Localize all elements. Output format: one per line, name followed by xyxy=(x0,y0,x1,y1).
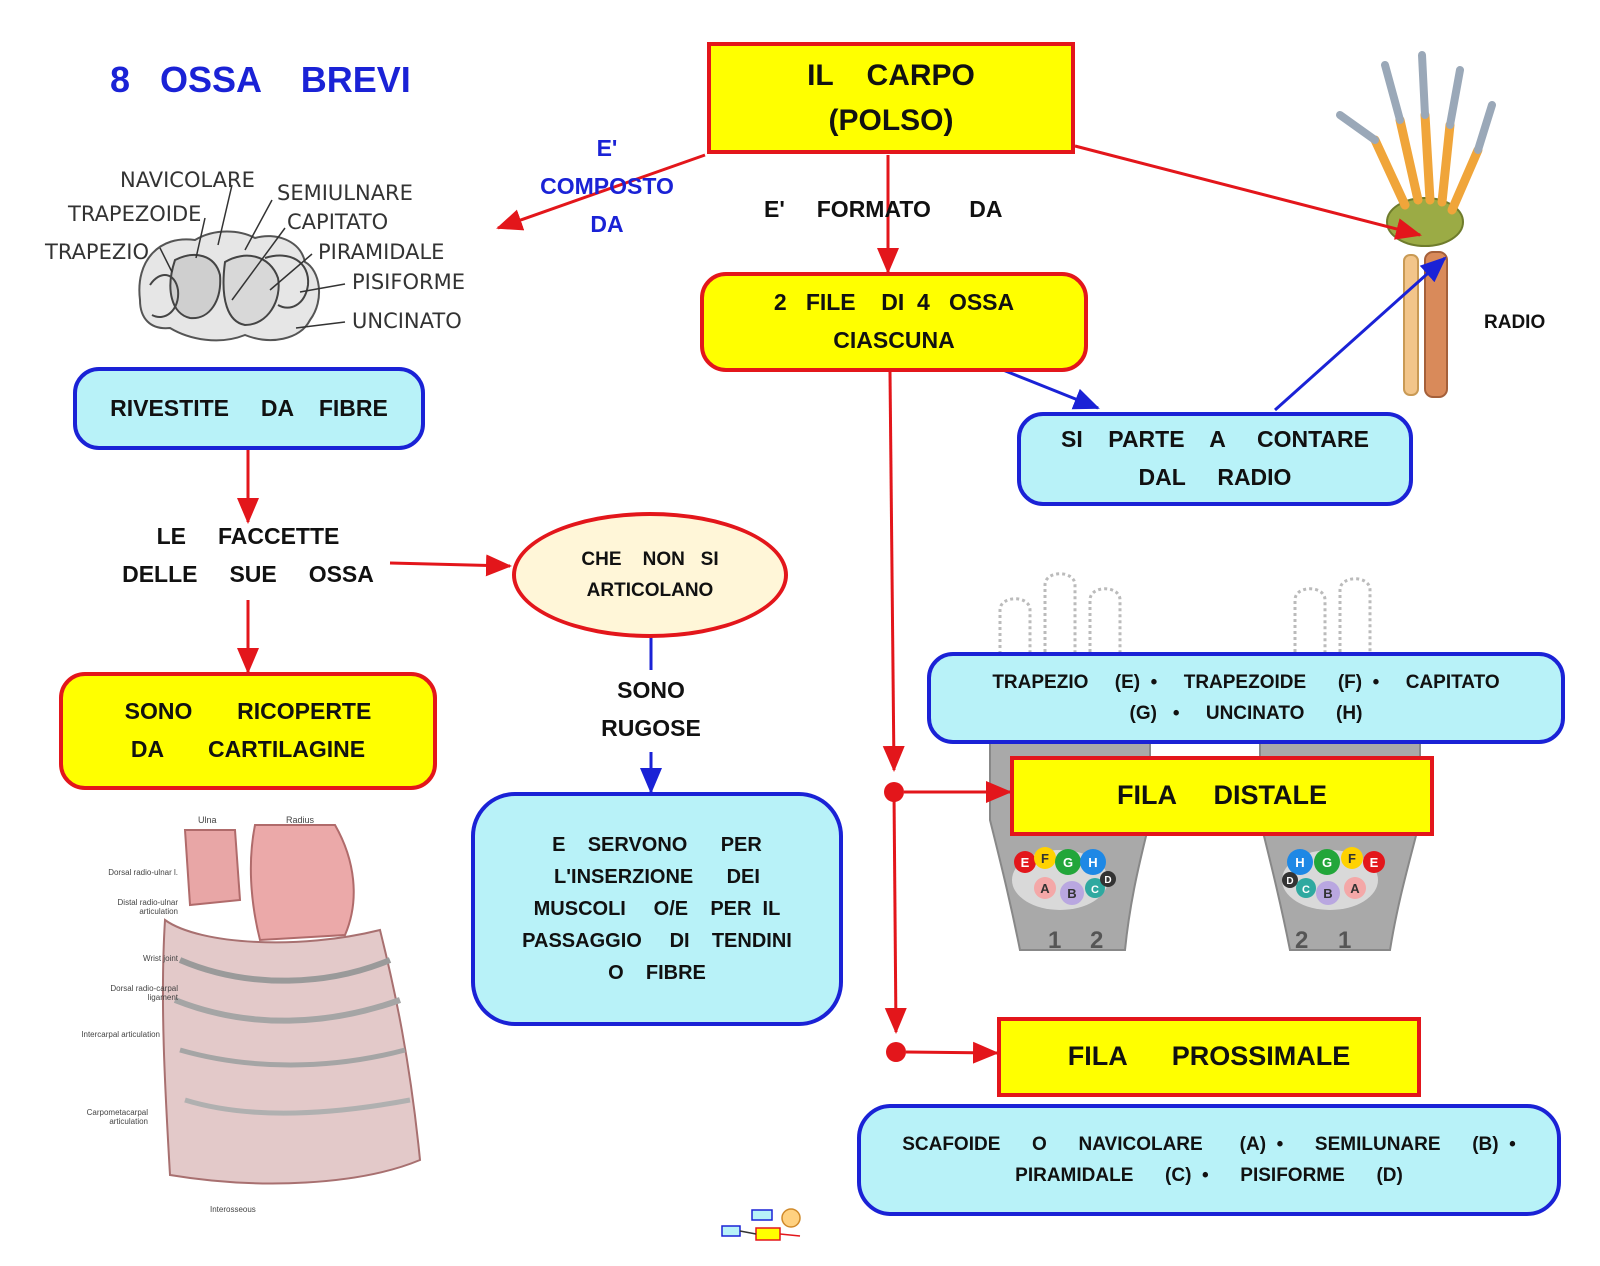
node-fila-distale: FILA DISTALE xyxy=(1010,756,1434,836)
edge-label-composto: E' COMPOSTO DA xyxy=(540,135,674,237)
arrow-faccette-to-articolano xyxy=(389,554,512,577)
node-servono-label: E SERVONO PER L'INSERZIONE DEI MUSCOLI O… xyxy=(522,834,792,984)
hand-skeleton-illustration xyxy=(1336,51,1496,398)
bone-label-semiulnare: SEMIULNARE xyxy=(277,181,413,205)
finger-number: 1 xyxy=(1048,927,1061,954)
carpal-letter-h-left: H xyxy=(1088,855,1097,870)
ligament-label: Carpometacarpal articulation xyxy=(86,1108,148,1126)
page-title: 8 OSSA BREVI xyxy=(110,59,411,100)
carpal-letter-a-right: A xyxy=(1350,881,1360,896)
carpal-letter-g-right: G xyxy=(1322,855,1332,870)
node-fila-distale-label: FILA DISTALE xyxy=(1117,780,1327,811)
node-distale-list: TRAPEZIO (E) • TRAPEZOIDE (F) • CAPITATO… xyxy=(927,652,1565,744)
edge-label-sono-rugose: SONO RUGOSE xyxy=(596,672,706,748)
bone-label-capitato: CAPITATO xyxy=(287,210,389,234)
node-contare-label: SI PARTE A CONTARE DAL RADIO xyxy=(1061,426,1369,490)
bone-label-trapezio: TRAPEZIO xyxy=(45,240,149,264)
node-faccette: LE FACCETTE DELLE SUE OSSA xyxy=(122,523,374,587)
arrow-contare-to-radio xyxy=(1274,256,1447,412)
carpal-letter-h-right: H xyxy=(1295,855,1304,870)
edge-label-formato: E' FORMATO DA xyxy=(764,196,1003,222)
bone-label-trapezoide: TRAPEZOIDE xyxy=(68,202,202,226)
node-rivestite: RIVESTITE DA FIBRE xyxy=(73,367,425,450)
carpal-letter-e-right: E xyxy=(1370,855,1379,870)
bone-label-uncinato: UNCINATO xyxy=(352,309,462,333)
node-prossimale-list: SCAFOIDE O NAVICOLARE (A) • SEMILUNARE (… xyxy=(857,1104,1561,1216)
connectors xyxy=(237,144,1447,1064)
ligament-label: Wrist joint xyxy=(143,954,178,963)
node-articolano-label: CHE NON SI ARTICOLANO xyxy=(581,548,719,601)
carpal-letter-c-left: C xyxy=(1091,884,1099,896)
main-node-label: IL CARPO (POLSO) xyxy=(807,59,975,137)
wrist-ligament-illustration xyxy=(161,824,422,1185)
carpal-letter-d-right: D xyxy=(1286,876,1293,887)
main-node-carpo: IL CARPO (POLSO) xyxy=(707,42,1075,154)
carpal-bones-right-hand: H G F E D C B A xyxy=(1282,847,1385,905)
junction-dot xyxy=(884,782,904,802)
ligament-label: Distal radio-ulnar articulation xyxy=(117,898,178,916)
carpal-letter-e-left: E xyxy=(1021,855,1030,870)
ligament-label: Dorsal radio-carpal ligament xyxy=(110,984,178,1002)
finger-number: 2 xyxy=(1295,927,1308,954)
finger-number: 2 xyxy=(1090,927,1103,954)
arrow-to-prossimale xyxy=(884,791,907,1034)
node-rivestite-label: RIVESTITE DA FIBRE xyxy=(110,394,388,421)
node-ricoperte-label: SONO RICOPERTE DA CARTILAGINE xyxy=(124,698,372,762)
node-articolano: CHE NON SI ARTICOLANO xyxy=(512,512,788,638)
carpal-letter-a-left: A xyxy=(1040,881,1050,896)
skeleton-label-radio: RADIO xyxy=(1484,312,1546,333)
ligament-label: Intercarpal articulation xyxy=(81,1030,160,1039)
node-si-parte-a-contare: SI PARTE A CONTARE DAL RADIO xyxy=(1017,412,1413,506)
ligament-label: Dorsal radio-ulnar l. xyxy=(108,868,178,877)
mascot-logo xyxy=(721,1208,801,1241)
bone-label-navicolare: NAVICOLARE xyxy=(120,168,255,192)
carpal-bones-left-hand: E F G H A B C D xyxy=(1014,847,1116,905)
arrow-file-to-distale xyxy=(882,371,905,772)
node-ricoperte: SONO RICOPERTE DA CARTILAGINE xyxy=(59,672,437,790)
carpal-bones-illustration xyxy=(138,184,346,342)
arrow-carpo-to-bones xyxy=(496,153,706,231)
bone-label-pisiforme: PISIFORME xyxy=(352,270,465,294)
arrow-dot-to-prossimale xyxy=(905,1041,999,1064)
node-prossimale-list-label: SCAFOIDE O NAVICOLARE (A) • SEMILUNARE (… xyxy=(902,1133,1516,1186)
node-fila-prossimale-label: FILA PROSSIMALE xyxy=(1067,1041,1351,1072)
node-distale-list-label: TRAPEZIO (E) • TRAPEZOIDE (F) • CAPITATO… xyxy=(992,671,1500,724)
node-due-file: 2 FILE DI 4 OSSA CIASCUNA xyxy=(700,272,1088,372)
ligament-label: Radius xyxy=(286,815,315,825)
carpal-letter-g-left: G xyxy=(1063,855,1073,870)
carpal-letter-f-left: F xyxy=(1041,851,1049,866)
carpal-letter-c-right: C xyxy=(1302,884,1310,896)
node-due-file-label: 2 FILE DI 4 OSSA CIASCUNA xyxy=(773,289,1015,353)
carpal-letter-b-left: B xyxy=(1067,886,1076,901)
carpal-letter-f-right: F xyxy=(1348,851,1356,866)
carpal-letter-d-left: D xyxy=(1104,875,1111,886)
finger-number: 1 xyxy=(1338,927,1351,954)
junction-dot xyxy=(886,1042,906,1062)
bone-label-piramidale: PIRAMIDALE xyxy=(318,240,445,264)
node-servono: E SERVONO PER L'INSERZIONE DEI MUSCOLI O… xyxy=(471,792,843,1026)
arrow-file-to-contare xyxy=(1002,368,1100,410)
ligament-label: Interosseous xyxy=(210,1205,256,1214)
node-fila-prossimale: FILA PROSSIMALE xyxy=(997,1017,1421,1097)
arrow-carpo-to-skeleton xyxy=(1074,144,1422,240)
carpal-letter-b-right: B xyxy=(1323,886,1332,901)
ligament-label: Ulna xyxy=(198,815,217,825)
